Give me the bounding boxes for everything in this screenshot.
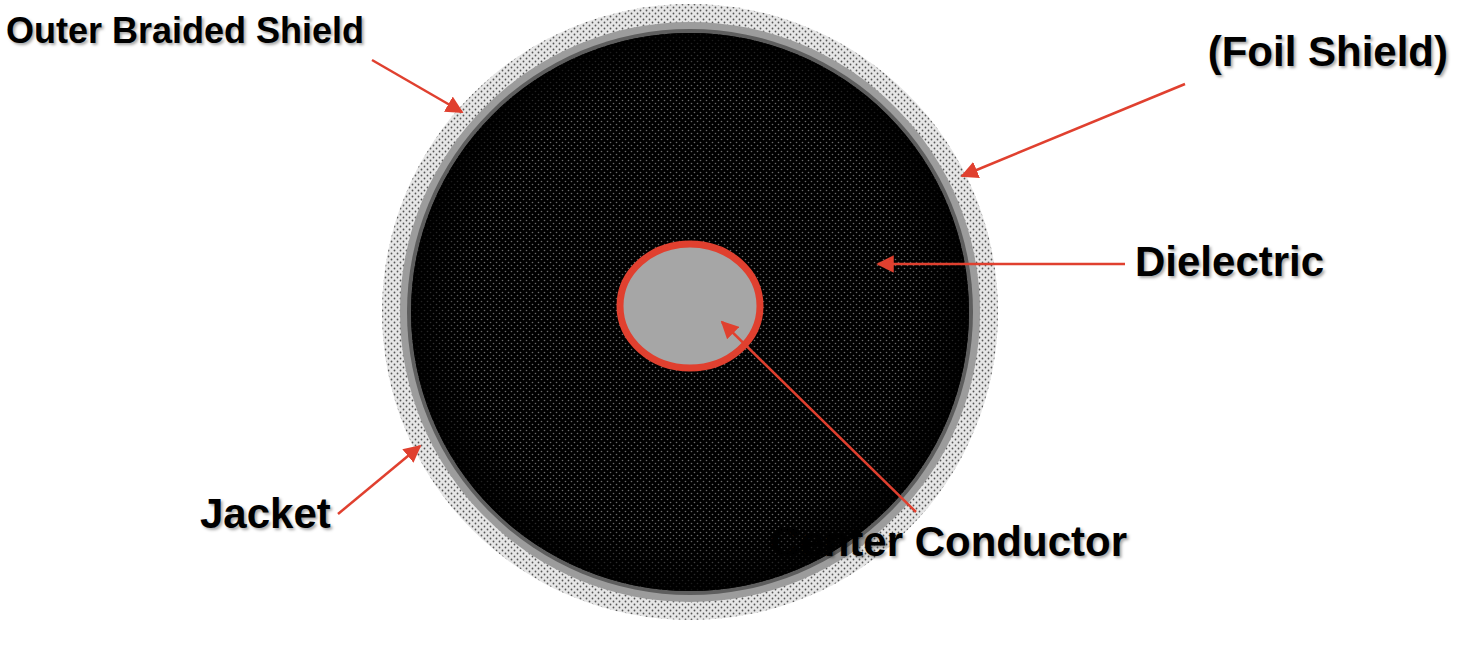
dielectric-shade — [411, 33, 969, 591]
leader-line — [962, 84, 1185, 176]
dielectric-label: Dielectric — [1135, 238, 1324, 286]
leader-line — [722, 322, 916, 512]
leader-line — [338, 446, 420, 514]
dielectric — [411, 33, 969, 591]
shield-label: Outer Braided Shield — [6, 10, 364, 51]
jacket-label: Jacket — [200, 490, 331, 538]
foil-label: (Foil Shield) — [1208, 28, 1448, 76]
leader-line — [878, 263, 1125, 266]
foil-shield — [407, 29, 973, 595]
leader-line — [372, 60, 462, 112]
conductor-label: Center Conductor — [770, 518, 1127, 566]
center-conductor — [620, 244, 760, 368]
braided-shield — [400, 22, 980, 602]
